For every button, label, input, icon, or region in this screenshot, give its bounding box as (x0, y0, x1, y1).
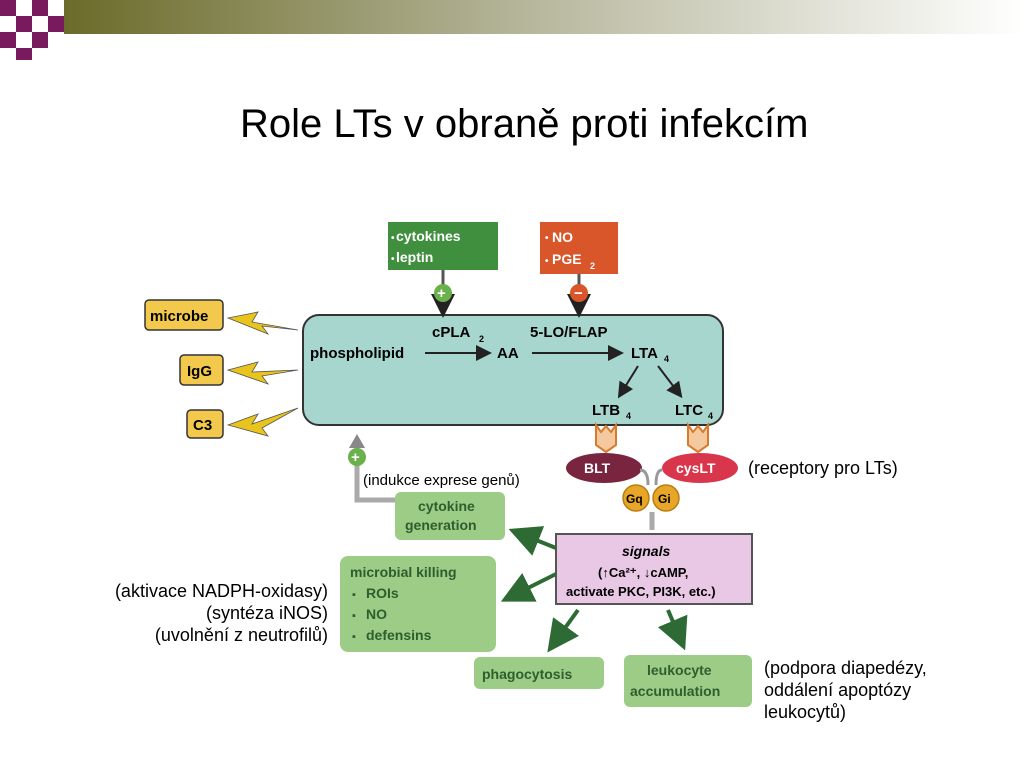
receptor-cyslt (662, 453, 738, 483)
label-ltc4: LTC (675, 402, 703, 419)
svg-text:(↑Ca²⁺, ↓cAMP,: (↑Ca²⁺, ↓cAMP, (598, 565, 688, 580)
svg-text:•: • (545, 256, 549, 267)
svg-text:IgG: IgG (187, 363, 212, 380)
outcome-microbial-killing: microbial killing ▪ ▪ ▪ ROIs NO defensin… (340, 556, 496, 652)
note-leukocyte-line: leukocytů) (764, 702, 847, 722)
svg-text:Gq: Gq (626, 492, 643, 506)
svg-text:C3: C3 (193, 417, 212, 434)
label-cpla2: cPLA (432, 324, 471, 341)
svg-text:4: 4 (626, 411, 631, 421)
svg-text:BLT: BLT (584, 460, 611, 476)
svg-text:+: + (437, 285, 446, 302)
svg-text:•: • (545, 233, 549, 244)
note-killing: (aktivace NADPH-oxidasy) (syntéza iNOS) … (20, 580, 328, 646)
svg-text:+: + (351, 449, 360, 466)
receptor-ligand-cyslt (687, 421, 709, 454)
note-leukocyte: (podpora diapedézy, oddálení apoptózy le… (764, 657, 927, 723)
svg-text:ROIs: ROIs (366, 585, 399, 601)
svg-text:microbe: microbe (150, 308, 208, 325)
trigger-microbe: microbe (144, 299, 299, 335)
note-killing-line: (aktivace NADPH-oxidasy) (114, 581, 328, 601)
svg-text:4: 4 (664, 354, 669, 364)
plus-circle (348, 448, 366, 466)
svg-text:generation: generation (405, 517, 477, 533)
note-leukocyte-line: oddálení apoptózy (764, 680, 912, 700)
svg-text:NO: NO (366, 606, 387, 622)
svg-text:accumulation: accumulation (630, 683, 720, 699)
plus-circle (434, 284, 452, 302)
svg-text:▪: ▪ (352, 610, 356, 622)
g-protein-gq (622, 484, 650, 512)
trigger-c3: C3 (186, 407, 299, 439)
note-killing-line: (syntéza iNOS) (205, 603, 328, 623)
label-5lo-flap: 5-LO/FLAP (530, 324, 608, 341)
svg-text:Gi: Gi (658, 492, 671, 506)
g-protein-gi (652, 484, 680, 512)
page-title: Role LTs v obraně proti infekcím (240, 102, 809, 146)
stimulator-item: leptin (396, 249, 433, 265)
note-leukocyte-line: (podpora diapedézy, (764, 658, 927, 678)
inhibitor-item: NO (552, 229, 573, 245)
note-killing-line: (uvolnění z neutrofilů) (154, 625, 328, 645)
minus-circle (570, 284, 588, 302)
svg-text:defensins: defensins (366, 627, 432, 643)
receptor-ligand-blt (595, 421, 617, 454)
svg-text:signals: signals (622, 543, 670, 559)
receptor-blt (566, 453, 642, 483)
outcome-phagocytosis: phagocytosis (474, 657, 604, 689)
label-ltb4: LTB (592, 402, 620, 419)
svg-text:cytokine: cytokine (418, 498, 475, 514)
inhibitor-item: PGE (552, 251, 582, 267)
svg-text:cysLT: cysLT (676, 460, 716, 476)
trigger-igg: IgG (179, 354, 299, 386)
inhibitor-box: • • NO PGE 2 (540, 222, 618, 274)
signals-box: signals (↑Ca²⁺, ↓cAMP, activate PKC, PI3… (555, 533, 753, 605)
svg-text:▪: ▪ (352, 631, 356, 643)
svg-text:−: − (574, 285, 583, 302)
svg-text:microbial killing: microbial killing (350, 564, 457, 580)
svg-text:phagocytosis: phagocytosis (482, 666, 572, 682)
svg-text:2: 2 (590, 261, 595, 271)
label-aa: AA (497, 345, 519, 362)
outcome-leukocyte-accumulation: leukocyte accumulation (624, 655, 752, 707)
stimulator-box: cytokines leptin • • (388, 222, 498, 270)
svg-text:activate PKC, PI3K, etc.): activate PKC, PI3K, etc.) (566, 584, 716, 599)
svg-text:4: 4 (708, 411, 713, 421)
outcome-cytokine-generation: cytokine generation (395, 492, 505, 540)
stimulator-item: cytokines (396, 228, 461, 244)
svg-text:▪: ▪ (352, 589, 356, 601)
svg-text:leukocyte: leukocyte (647, 662, 712, 678)
note-receptors: (receptory pro LTs) (748, 458, 898, 478)
corner-decoration (0, 0, 1024, 60)
label-lta4: LTA (631, 345, 658, 362)
svg-text:•: • (391, 233, 395, 244)
label-phospholipid: phospholipid (310, 345, 404, 362)
svg-text:2: 2 (479, 334, 484, 344)
note-gene-expression: (indukce exprese genů) (363, 472, 520, 489)
svg-text:•: • (391, 254, 395, 265)
